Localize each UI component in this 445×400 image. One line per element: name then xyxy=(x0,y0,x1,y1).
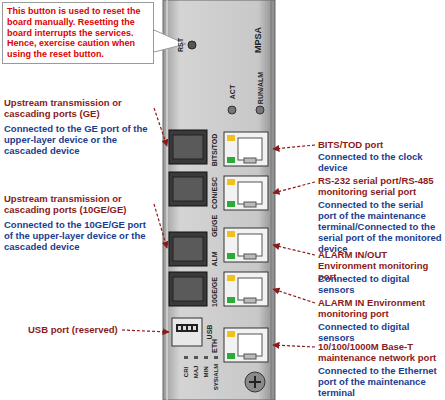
port-annotation: USB port (reserved) xyxy=(28,325,120,336)
port-annotation: Connected to the clock device xyxy=(318,152,442,174)
panel-marking: ACT xyxy=(229,85,236,99)
panel-marking: GE/GE xyxy=(211,215,218,237)
panel-marking: BITS/TOD xyxy=(211,134,218,167)
faceplate xyxy=(163,0,275,400)
panel-marking: MPSA xyxy=(254,27,263,53)
port-annotation: ALARM IN Environment monitoring port xyxy=(318,298,442,320)
port-annotation: Connected to the serial port of the main… xyxy=(318,200,442,255)
port-annotation: Connected to the Ethernet port of the ma… xyxy=(318,366,442,399)
callout-box: This button is used to reset the board m… xyxy=(2,2,154,64)
leader-lines xyxy=(122,108,315,347)
panel-marking: MAJ xyxy=(193,366,199,379)
port-annotation: Connected to digital sensors xyxy=(318,322,442,344)
sfp-cages xyxy=(169,130,207,306)
port-annotation: Connected to digital sensors xyxy=(318,274,442,296)
port-annotation: Connected to the 10GE/GE port of the upp… xyxy=(4,220,152,253)
usb-port xyxy=(172,318,202,346)
panel-marking: ETH xyxy=(211,339,218,353)
port-annotation: RS-232 serial port/RS-485 monitoring ser… xyxy=(318,176,442,198)
port-annotation: Upstream transmission or cascading ports… xyxy=(4,194,152,216)
port-annotation: 10/100/1000M Base-T maintenance network … xyxy=(318,342,442,364)
reset-button xyxy=(188,41,196,49)
captive-screw xyxy=(245,372,265,392)
panel-marking: RST xyxy=(177,38,184,52)
panel-marking: CRI xyxy=(183,367,189,377)
callout-pointer xyxy=(154,30,186,52)
port-annotation: BITS/TOD port xyxy=(318,140,442,151)
panel-marking: SYS/ALM xyxy=(213,364,219,391)
panel-marking: MIN xyxy=(203,367,209,378)
panel-marking: 10GE/GE xyxy=(211,277,218,307)
callout-text: This button is used to reset the board m… xyxy=(7,6,149,60)
status-leds xyxy=(228,106,264,114)
panel-marking: USB xyxy=(206,325,213,340)
alarm-leds xyxy=(184,356,218,359)
panel-marking: ALM xyxy=(211,251,218,266)
rj45-ports xyxy=(224,132,268,362)
port-annotation: Connected to the GE port of the upper-la… xyxy=(4,124,152,157)
panel-marking: RUN/ALM xyxy=(257,72,264,104)
panel-marking: CON/ESC xyxy=(211,177,218,209)
port-annotation: Upstream transmission or cascading ports… xyxy=(4,98,152,120)
